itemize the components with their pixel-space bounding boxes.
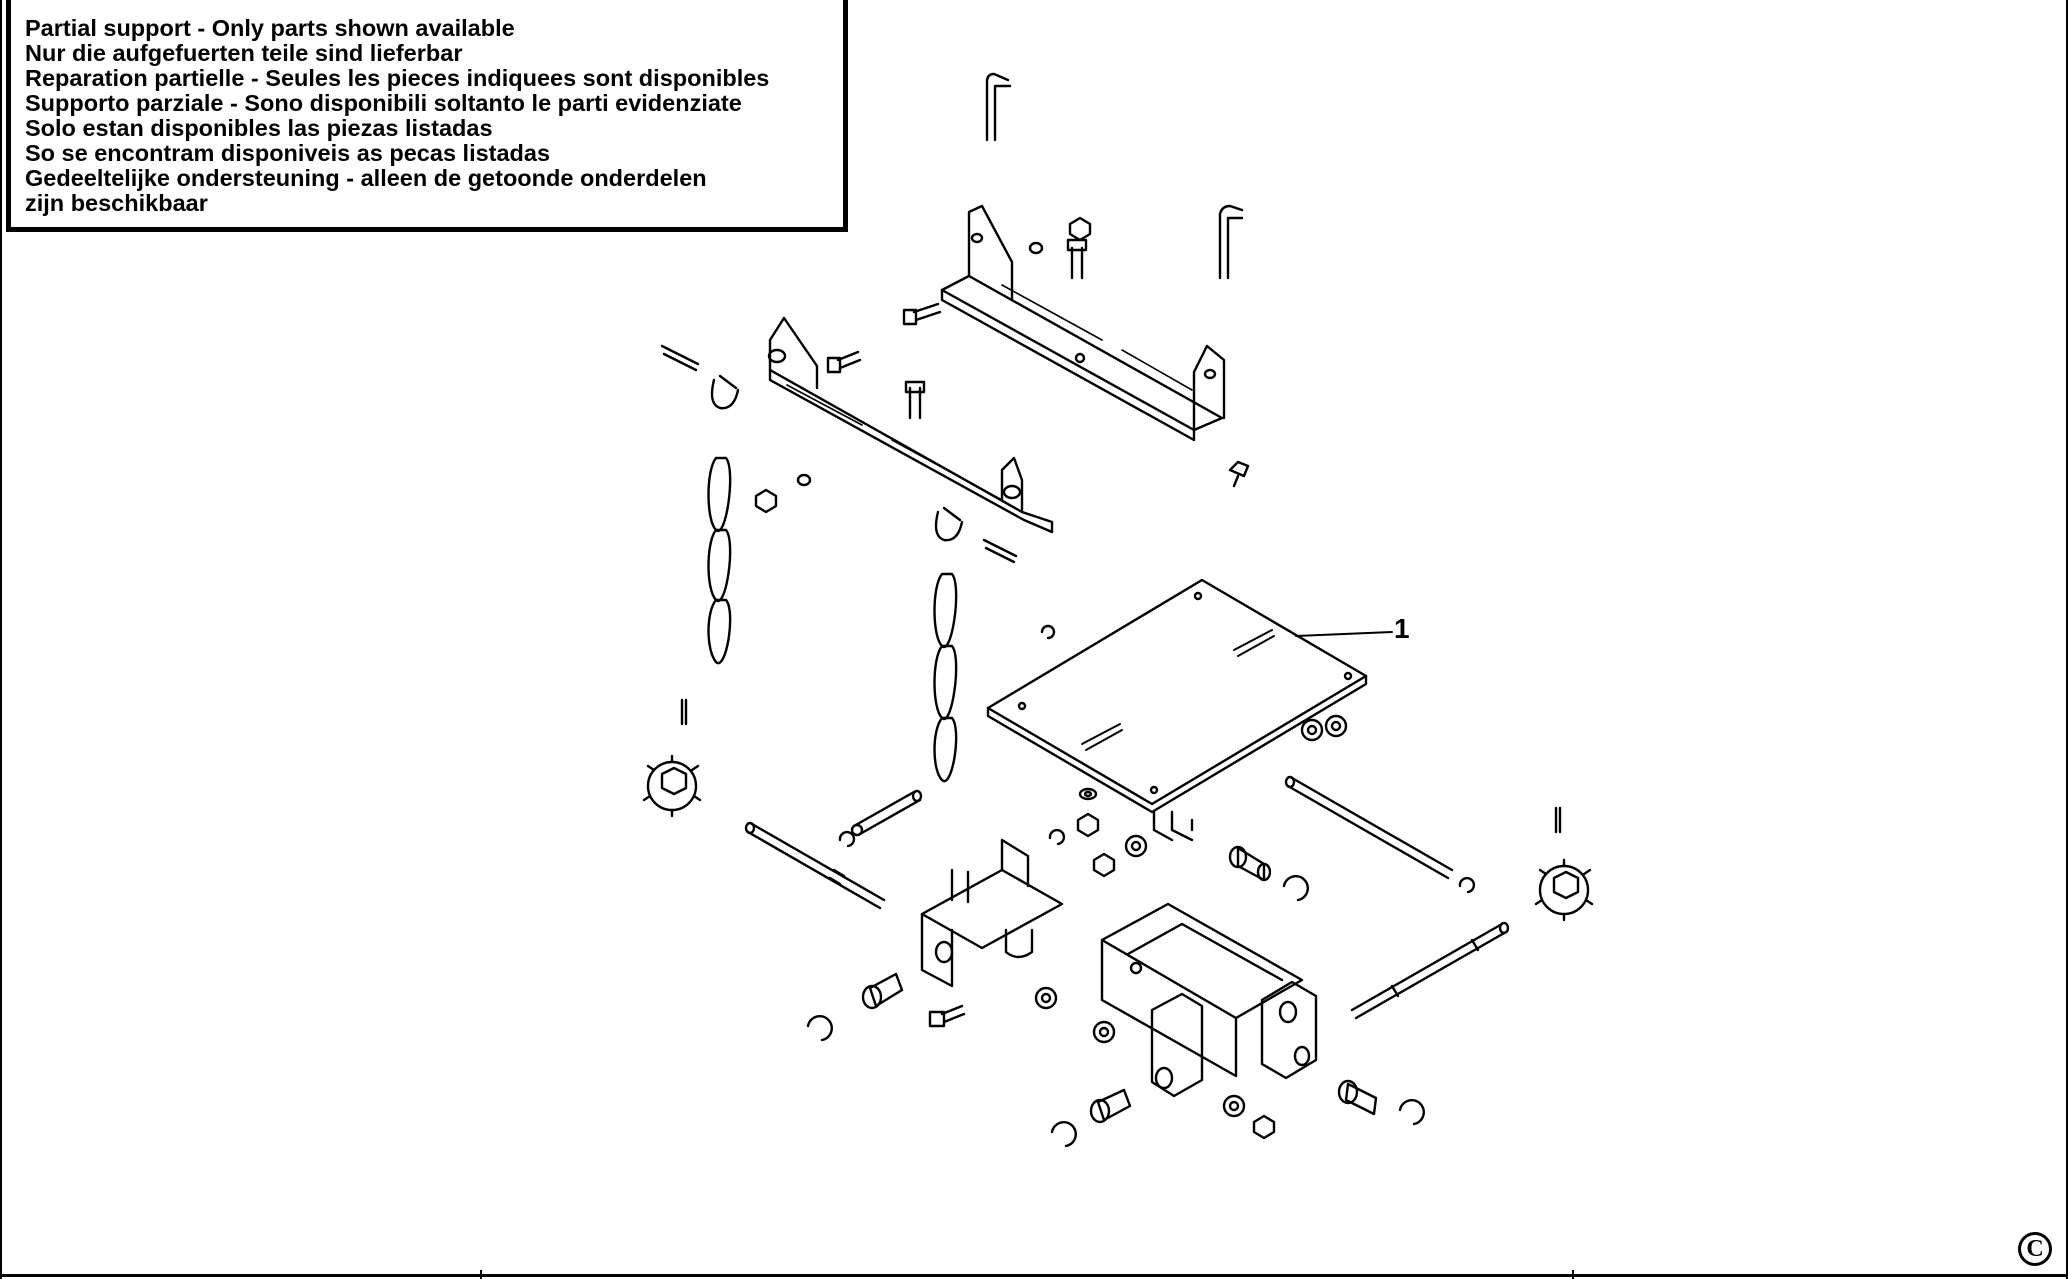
circlip	[1282, 875, 1309, 902]
bolt	[1066, 238, 1088, 280]
notice-line-pt: So se encontram disponiveis as pecas lis…	[25, 140, 551, 166]
spacer	[1300, 718, 1324, 742]
notice-line-fr: Reparation partielle - Seules les pieces…	[25, 65, 770, 91]
footer-tick	[480, 1270, 482, 1279]
footer-tick	[1572, 1270, 1574, 1279]
lower-right-bracket	[1100, 902, 1318, 1098]
part-callout-1: 1	[1394, 613, 1410, 644]
footer-border	[2, 1274, 2068, 1277]
hex-nut	[1252, 1114, 1276, 1140]
circlip	[1040, 624, 1056, 640]
circlip	[806, 1015, 833, 1042]
l-pin-top-right	[1218, 204, 1244, 280]
notice-line-it: Supporto parziale - Sono disponibili sol…	[25, 90, 742, 116]
spacer	[1092, 1020, 1116, 1044]
short-shaft	[850, 789, 923, 837]
hex-nut	[1092, 852, 1116, 878]
roll-pin	[680, 698, 688, 726]
spacer	[1324, 714, 1348, 738]
notice-line-nl: Gedeeltelijke ondersteuning - alleen de …	[25, 165, 707, 191]
l-pin-top-left	[985, 72, 1012, 142]
clevis-pin	[982, 538, 1018, 564]
bushing	[1337, 1079, 1378, 1116]
bushing	[1089, 1088, 1132, 1124]
bolt	[826, 350, 862, 374]
hex-nut	[754, 488, 778, 514]
circlip	[838, 830, 856, 848]
notice-line-nl-cont: zijn beschikbaar	[25, 190, 208, 216]
chain-right	[933, 572, 958, 783]
bolt	[904, 380, 926, 420]
spacer	[1222, 1094, 1246, 1118]
washer	[796, 473, 812, 487]
shackle	[710, 374, 740, 410]
leader-line-1	[1295, 631, 1393, 637]
lower-left-bracket	[920, 838, 1064, 988]
chain-left	[707, 456, 732, 665]
circlip	[1458, 876, 1476, 894]
hex-nut	[1076, 812, 1100, 838]
top-plate-part-1	[986, 578, 1368, 842]
bolt	[928, 1004, 966, 1028]
circlip	[1050, 1121, 1077, 1148]
copyright-icon: C	[2018, 1232, 2052, 1266]
shaft-right-lower	[1350, 921, 1510, 1020]
washer	[1078, 787, 1098, 801]
bushing	[1228, 845, 1272, 882]
wing-nut	[1228, 460, 1250, 488]
circlip	[1048, 828, 1066, 846]
clevis-pin	[660, 344, 700, 372]
availability-notice: Partial support - Only parts shown avail…	[6, 0, 848, 232]
rear-mounting-bracket	[940, 204, 1226, 442]
sprocket-left	[642, 754, 702, 818]
hex-nut	[1068, 216, 1092, 242]
circlip	[1398, 1099, 1425, 1126]
bushing	[861, 972, 904, 1010]
shaft-right-upper	[1284, 775, 1454, 880]
notice-line-en: Partial support - Only parts shown avail…	[25, 15, 515, 41]
shaft-left	[744, 821, 886, 910]
spacer	[1124, 834, 1148, 858]
notice-line-de: Nur die aufgefuerten teile sind lieferba…	[25, 40, 463, 66]
notice-line-es: Solo estan disponibles las piezas listad…	[25, 115, 493, 141]
sprocket-right	[1534, 858, 1594, 922]
shackle	[934, 506, 964, 542]
spacer	[1034, 986, 1058, 1010]
front-mounting-bracket	[767, 316, 1054, 534]
washer	[1028, 241, 1044, 255]
roll-pin	[1554, 806, 1562, 834]
bolt	[902, 302, 942, 326]
